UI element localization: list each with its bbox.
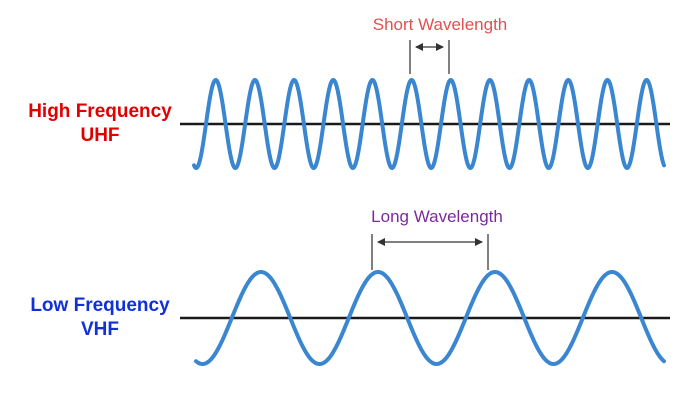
short-wavelength-label: Short Wavelength [373,15,508,34]
high-frequency-wave [192,77,666,171]
long-wavelength-label: Long Wavelength [371,207,503,226]
low-frequency-wave [194,270,666,366]
low-frequency-title: Low Frequency [30,295,170,316]
uhf-label: UHF [80,125,120,146]
high-frequency-label: High Frequency UHF [0,100,200,148]
long-wavelength-marker [371,234,489,270]
high-frequency-title: High Frequency [28,101,172,122]
vhf-label: VHF [81,319,119,340]
low-frequency-label: Low Frequency VHF [0,294,200,342]
short-wavelength-marker [409,40,450,74]
